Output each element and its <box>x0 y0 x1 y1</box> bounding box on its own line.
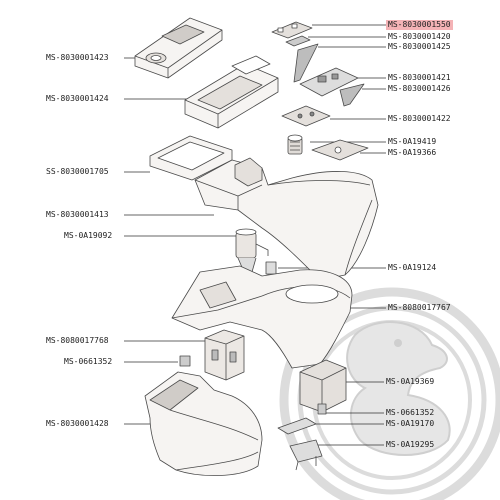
part-label: MS-8030001426 <box>388 84 451 93</box>
control-panel-part <box>134 17 223 79</box>
part-label: MS-0661352 <box>386 408 435 417</box>
ribbon-cable-1425 <box>293 43 319 83</box>
part-label: MS-0A19092 <box>64 231 113 240</box>
bracket-19170 <box>277 417 317 435</box>
part-label: MS-0A19170 <box>386 419 435 428</box>
part-label: MS-8030001428 <box>46 419 109 428</box>
motor-block-19369 <box>299 359 347 413</box>
base-part-1428 <box>144 371 263 476</box>
part-label: MS-8030001425 <box>388 42 451 51</box>
part-label: MS-0A19295 <box>386 440 435 449</box>
circuit-board-1421 <box>299 67 359 97</box>
part-label: MS-8030001424 <box>46 94 109 103</box>
part-label: MS-0A19124 <box>388 263 437 272</box>
clip-19295 <box>289 439 323 471</box>
ribbon-cable-1426 <box>339 83 365 107</box>
part-label: MS-0A19419 <box>388 137 437 146</box>
pump-assembly-19092 <box>235 228 269 273</box>
gasket-frame-part <box>149 135 233 181</box>
part-label: MS-8030001413 <box>46 210 109 219</box>
part-label: MS-8030001423 <box>46 53 109 62</box>
part-label: MS-8080017768 <box>46 336 109 345</box>
part-label-highlighted: MS-8030001550 <box>386 20 453 30</box>
board-1422 <box>281 105 331 127</box>
part-label: MS-0661352 <box>64 357 113 366</box>
inner-module-17768 <box>204 329 245 381</box>
part-label: MS-8030001420 <box>388 32 451 41</box>
part-label: SS-8030001705 <box>46 167 109 176</box>
parts <box>134 17 379 476</box>
panel-tray-part <box>184 55 279 129</box>
part-label: MS-8080017767 <box>388 303 451 312</box>
part-label: MS-0A19366 <box>388 148 437 157</box>
part-label: MS-8030001422 <box>388 114 451 123</box>
lid-part-19366 <box>311 139 369 161</box>
part-label: MS-0A19369 <box>386 377 435 386</box>
upper-housing-part <box>194 157 379 281</box>
part-label: MS-8030001421 <box>388 73 451 82</box>
small-switch-0661352-right <box>317 403 327 415</box>
small-switch-0661352-left <box>179 355 191 367</box>
mascot-circle-logo-icon <box>279 287 500 500</box>
middle-chassis-17767 <box>171 265 353 369</box>
small-board-1550 <box>271 21 313 39</box>
motor-part-19419 <box>287 134 303 155</box>
small-part-1420 <box>285 35 311 47</box>
